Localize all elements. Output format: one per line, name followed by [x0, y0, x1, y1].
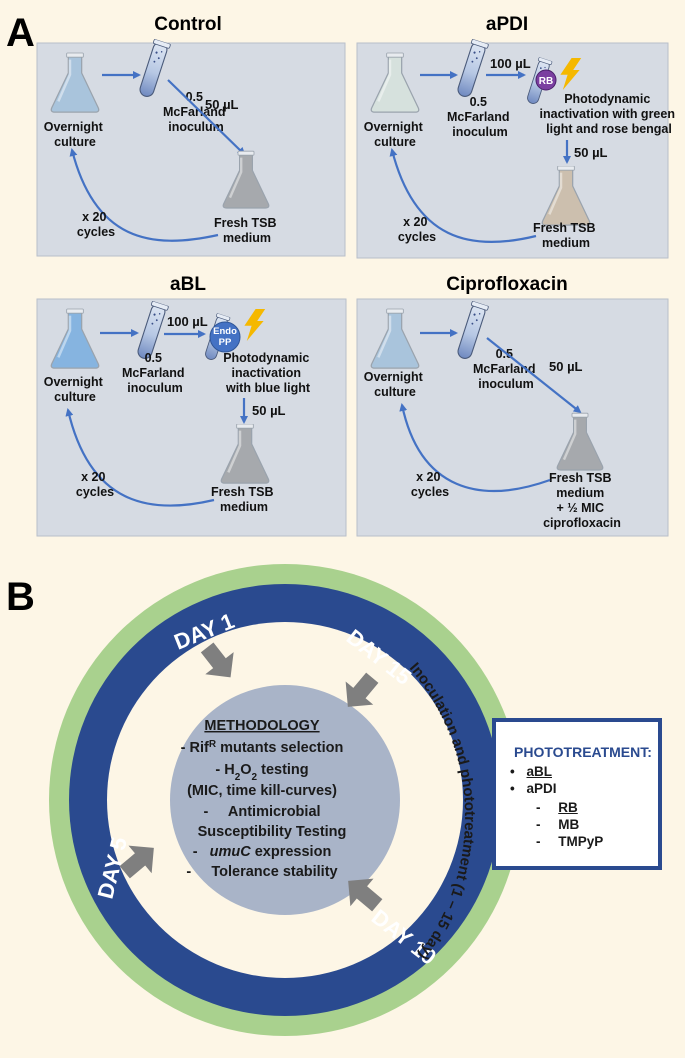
phototreatment-box: PHOTOTREATMENT: • aBL • aPDI - RB - MB -…	[492, 718, 662, 870]
cipro-title: Ciprofloxacin	[446, 274, 567, 295]
abl-fresh-label: Fresh TSB medium	[211, 485, 277, 514]
abl-volume-2: 50 µL	[252, 403, 286, 418]
cipro-box	[356, 298, 669, 537]
panel-a-letter: A	[6, 11, 35, 55]
apdi-box	[356, 42, 669, 259]
apdi-treatment-label: Photodynamic inactivation with green lig…	[540, 92, 679, 136]
control-volume: 50 µL	[205, 97, 239, 112]
apdi-volume-1: 100 µL	[490, 56, 531, 71]
apdi-fresh-label: Fresh TSB medium	[533, 221, 599, 250]
methodology-rif: - RifR mutants selection	[181, 739, 344, 757]
abl-inoculum-label: 0.5 McFarland inoculum	[122, 351, 188, 395]
endo-pp-badge-label-2: PP	[219, 337, 232, 348]
methodology-h2o2: - H2O2 testing	[215, 762, 308, 783]
methodology-umuc: - umuC expression	[193, 844, 332, 860]
apdi-overnight-label: Overnight culture	[364, 120, 427, 149]
cipro-panel: Ciprofloxacin Overnight culture 0.5 McFa…	[356, 274, 669, 537]
abl-title: aBL	[170, 274, 206, 295]
apdi-inoculum-label: 0.5 McFarland inoculum	[447, 95, 513, 139]
arrow	[167, 79, 246, 156]
day-1-arrow	[200, 642, 234, 678]
control-panel: Control Overnight culture 0.5 McFarland …	[36, 14, 346, 257]
abl-panel: aBL Overnight culture 0.5 McFarland inoc…	[36, 274, 347, 537]
phototreatment-sub-item: - RB	[536, 800, 578, 815]
day-5-arrow	[119, 845, 154, 879]
control-inoculum-label: 0.5 McFarland inoculum	[163, 90, 229, 134]
cycle-arrow	[65, 408, 215, 507]
methodology-ast-2: Susceptibility Testing	[198, 824, 347, 840]
phototreatment-item: • aPDI	[510, 781, 557, 796]
abl-volume-1: 100 µL	[167, 314, 208, 329]
cipro-fresh-label: Fresh TSB medium + ½ MIC ciprofloxacin	[543, 471, 621, 530]
control-cycles-label: x 20 cycles	[77, 210, 115, 239]
endo-pp-badge	[209, 321, 241, 353]
methodology-title: METHODOLOGY	[204, 718, 320, 734]
day-15-arrow	[345, 672, 379, 707]
cycle-arrow	[399, 403, 551, 492]
arrow	[486, 337, 582, 414]
cipro-overnight-label: Overnight culture	[364, 370, 427, 399]
control-title: Control	[154, 14, 222, 35]
ring-notch	[305, 628, 345, 690]
apdi-title: aPDI	[486, 14, 528, 35]
phototreatment-title: PHOTOTREATMENT:	[514, 744, 652, 760]
methodology-circle	[170, 685, 400, 915]
methodology-mic: (MIC, time kill-curves)	[187, 783, 337, 799]
methodology-ast-1: - Antimicrobial	[203, 804, 320, 820]
apdi-volume-2: 50 µL	[574, 145, 608, 160]
apdi-panel: aPDI Overnight culture 0.5 McFarland ino…	[356, 14, 679, 259]
cycle-arrow	[389, 148, 537, 243]
panel-b-letter: B	[6, 575, 35, 619]
phototreatment-item: • aBL	[510, 764, 552, 779]
abl-box	[36, 298, 347, 537]
apdi-cycles-label: x 20 cycles	[398, 215, 436, 244]
methodology-list: METHODOLOGY - RifR mutants selection - H…	[181, 718, 347, 880]
day-10-arrow	[348, 878, 383, 912]
endo-pp-badge-label-1: Endo	[213, 326, 237, 337]
cipro-volume: 50 µL	[549, 359, 583, 374]
phototreatment-sub-item: - MB	[536, 817, 580, 832]
abl-overnight-label: Overnight culture	[44, 375, 107, 404]
rose-bengal-badge	[535, 69, 557, 91]
abl-cycles-label: x 20 cycles	[76, 470, 114, 499]
cipro-cycles-label: x 20 cycles	[411, 470, 449, 499]
control-box	[36, 42, 346, 257]
methodology-tolerance: - Tolerance stability	[186, 864, 337, 880]
rose-bengal-badge-label: RB	[539, 76, 553, 87]
cycle-arrow	[69, 148, 219, 242]
day-arrows	[119, 642, 383, 912]
phototreatment-sub-item: - TMPyP	[536, 834, 604, 849]
control-overnight-label: Overnight culture	[44, 120, 107, 149]
control-fresh-label: Fresh TSB medium	[214, 216, 280, 245]
abl-treatment-label: Photodynamic inactivation with blue ligh…	[223, 351, 313, 395]
